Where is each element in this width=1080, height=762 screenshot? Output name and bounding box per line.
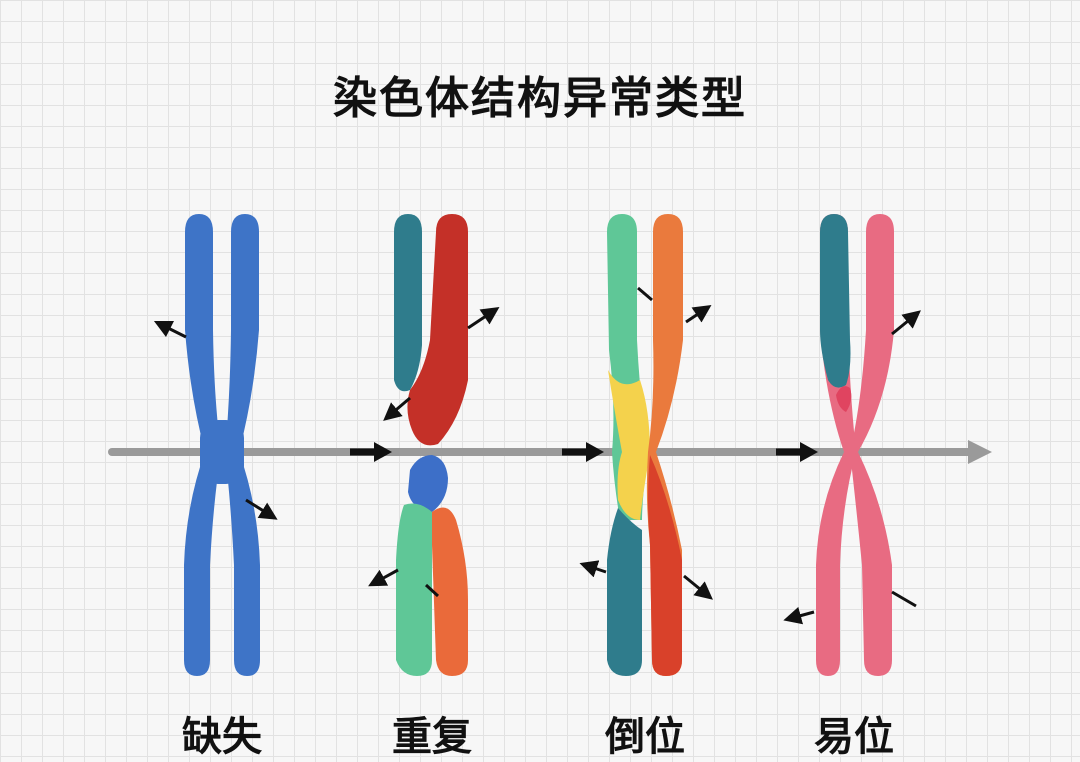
step-arrow [776, 442, 818, 462]
pointer-arrow [783, 606, 815, 625]
pointer-arrow [467, 307, 500, 330]
pointer-arrow [637, 286, 653, 302]
chromosome-translocation [816, 214, 894, 676]
pointer-arrow [891, 310, 921, 336]
process-axis [108, 440, 992, 464]
label-translocation: 易位 [814, 713, 894, 760]
pointer-arrow [685, 305, 712, 324]
step-arrow [562, 442, 604, 462]
pointer-arrow [579, 560, 607, 578]
pointer-arrow [683, 574, 713, 600]
label-inversion: 倒位 [605, 713, 685, 760]
label-deletion: 缺失 [182, 713, 262, 760]
pointer-arrow [153, 320, 187, 339]
step-arrow [350, 442, 392, 462]
pointer-arrow [245, 498, 278, 520]
page-title: 染色体结构异常类型 [333, 73, 747, 124]
pointer-arrow [368, 568, 399, 587]
label-duplication: 重复 [392, 713, 472, 760]
chromosome-inversion [607, 214, 683, 676]
chromosome-duplication [394, 214, 468, 676]
chromosome-deletion [184, 214, 260, 676]
pointer-arrow [424, 583, 440, 598]
pointer-arrow [891, 590, 917, 608]
pointer-arrow [383, 396, 411, 421]
